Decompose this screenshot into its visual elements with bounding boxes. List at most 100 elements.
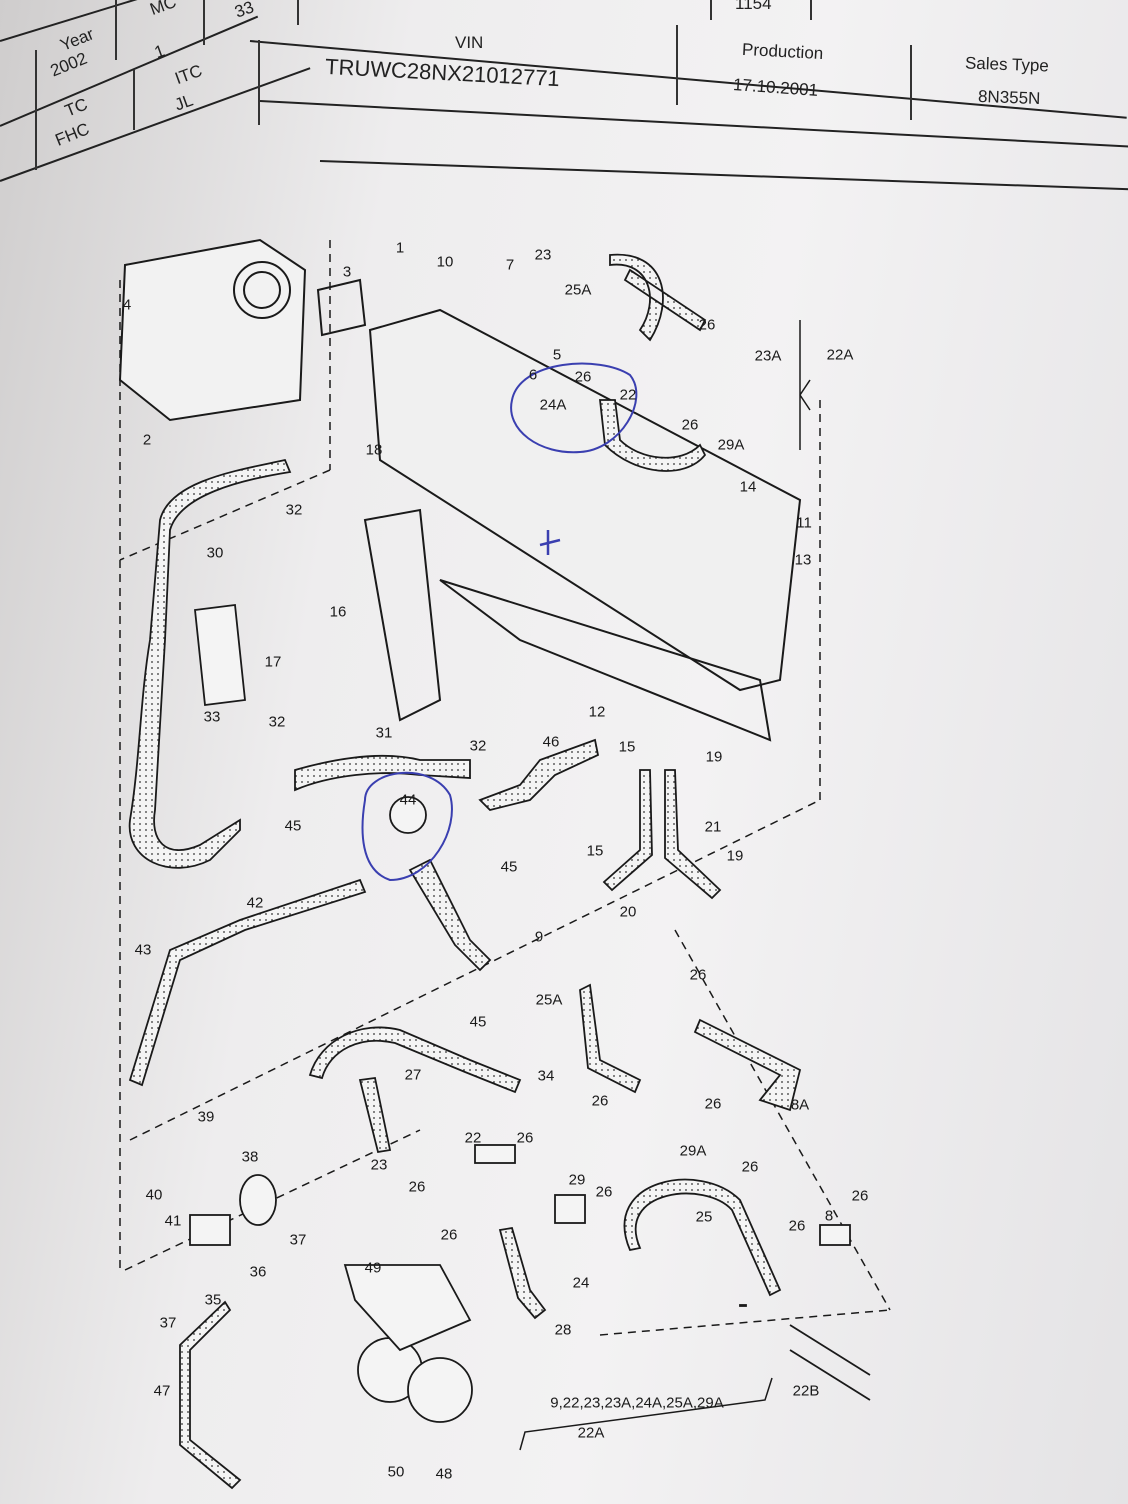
callout-label: 29 [568, 1171, 586, 1189]
callout-label: 2 [142, 431, 152, 449]
callout-label: 4 [122, 296, 132, 314]
callout-label: 9,22,23,23A,24A,25A,29A [550, 1394, 724, 1412]
callout-label: 38 [241, 1148, 259, 1166]
table-line [910, 45, 912, 120]
bracket-49-part [343, 1264, 472, 1352]
hose-21 [664, 769, 722, 900]
callout-label: 13 [794, 551, 812, 569]
callout-label: 39 [197, 1108, 215, 1126]
callout-label: 25A [564, 281, 592, 299]
callout-label: 26 [788, 1217, 806, 1235]
callout-label: 7 [505, 256, 515, 274]
callout-label: 26 [408, 1178, 426, 1196]
callout-label: 6 [528, 366, 538, 384]
callout-label: 26 [516, 1129, 534, 1147]
hose-24 [498, 1226, 547, 1320]
callout-label: 33 [203, 708, 221, 726]
callout-label: 36 [249, 1263, 267, 1281]
callout-label: 45 [469, 1013, 487, 1031]
callout-label: 47 [153, 1382, 171, 1400]
callout-label: 5 [552, 346, 562, 364]
table-line [810, 0, 812, 20]
callout-label: 23 [370, 1156, 388, 1174]
table-line [203, 0, 205, 45]
callout-label: 40 [145, 1186, 163, 1204]
hose-45 [408, 858, 492, 972]
hose-46 [478, 738, 600, 811]
annotation-arrow [539, 530, 561, 555]
callout-label: 22A [577, 1424, 605, 1442]
manifold-gasket-part [439, 579, 772, 742]
sleeve-33-part [194, 603, 246, 707]
callout-label: 18 [365, 441, 383, 459]
callout-label: 28 [554, 1321, 572, 1339]
table-line [676, 25, 678, 105]
callout-label: 34 [537, 1067, 555, 1085]
callout-label: 3 [342, 263, 352, 281]
filter-35-part [189, 1214, 231, 1246]
valve-44-part [389, 796, 427, 834]
callout-label: 45 [500, 858, 518, 876]
callout-label: 10 [436, 253, 454, 271]
callout-label: 41 [164, 1212, 182, 1230]
callout-label: 21 [704, 818, 722, 836]
hose-29a-top [598, 399, 707, 472]
callout-label: 19 [705, 748, 723, 766]
callout-label: 23 [534, 246, 552, 264]
callout-label: 43 [134, 941, 152, 959]
callout-label: 50 [387, 1463, 405, 1481]
throttle-body-part [118, 238, 307, 422]
hose-29-part [554, 1194, 586, 1224]
hose-31 [294, 755, 471, 792]
callout-label: 25 [695, 1208, 713, 1226]
callout-label: 15 [618, 738, 636, 756]
callout-label: 35 [204, 1291, 222, 1309]
callout-label: 29A [679, 1142, 707, 1160]
callout-label: 46 [542, 733, 560, 751]
callout-label: 19 [726, 847, 744, 865]
vin-label: VIN [455, 33, 484, 52]
hose-25 [623, 1178, 782, 1297]
callout-label: 49 [364, 1259, 382, 1277]
callout-label: 27 [404, 1066, 422, 1084]
table-line [710, 0, 712, 20]
table-line [35, 50, 37, 170]
callout-label: 24 [572, 1274, 590, 1292]
callout-label: 26 [440, 1226, 458, 1244]
callout-label: 45 [284, 817, 302, 835]
annotation-circle-24a [510, 362, 638, 454]
gasket-part [316, 278, 367, 337]
callout-label: 8 [824, 1207, 834, 1225]
callout-label: 48 [435, 1465, 453, 1483]
callout-label: 25A [535, 991, 563, 1009]
hose-8a [693, 1018, 802, 1112]
callout-label: 37 [289, 1231, 307, 1249]
intake-manifold-part [368, 308, 802, 692]
callout-label: 24A [539, 396, 567, 414]
clamp-36-part [239, 1174, 277, 1226]
callout-label: 16 [329, 603, 347, 621]
callout-label: 14 [739, 478, 757, 496]
hose-25a-top [609, 253, 707, 342]
bracket-part [363, 508, 442, 722]
table-line [133, 70, 135, 130]
callout-label: 26 [595, 1183, 613, 1201]
callout-label: 26 [681, 416, 699, 434]
canister-48-part [407, 1357, 473, 1423]
table-line [258, 40, 260, 125]
callout-label: 12 [588, 703, 606, 721]
callout-label: 26 [591, 1092, 609, 1110]
callout-label: 22 [619, 386, 637, 404]
callout-label: 17 [264, 653, 282, 671]
callout-label: 32 [268, 713, 286, 731]
hose-47 [179, 1300, 242, 1490]
hose-23 [358, 1076, 392, 1154]
callout-label: 26 [689, 966, 707, 984]
callout-label: 26 [741, 1158, 759, 1176]
callout-label: 22B [792, 1382, 820, 1400]
callout-label: 42 [246, 894, 264, 912]
annotation-circle-44 [361, 771, 453, 882]
callout-label: 26 [698, 316, 716, 334]
hose-30 [128, 458, 292, 869]
